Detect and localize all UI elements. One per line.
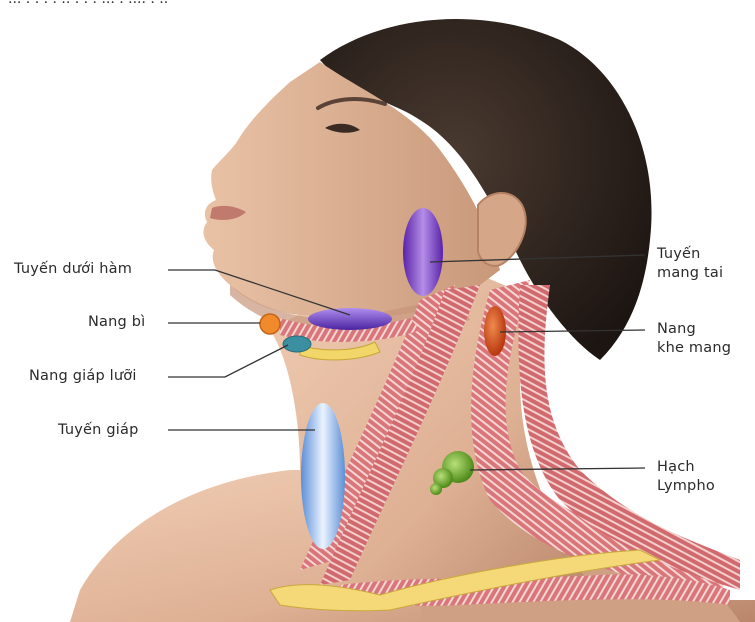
label-thyroglossal-cyst: Nang giáp lưỡi: [29, 367, 137, 386]
label-lymph-line2: Lympho: [657, 477, 715, 496]
label-thyroid-gland: Tuyến giáp: [58, 421, 138, 440]
label-branchial-line2: khe mang: [657, 339, 731, 358]
submandibular-gland-shape: [308, 308, 392, 330]
label-parotid-line2: mang tai: [657, 264, 723, 283]
leader-thyroglossal: [168, 345, 288, 377]
label-branchial-cyst: Nang khe mang: [657, 320, 731, 358]
label-lymph-line1: Hạch: [657, 458, 715, 477]
label-branchial-line1: Nang: [657, 320, 731, 339]
parotid-gland-shape: [403, 208, 443, 296]
dermoid-cyst-shape: [260, 314, 280, 334]
thyroid-gland-shape: [301, 403, 345, 549]
label-parotid-gland: Tuyến mang tai: [657, 245, 723, 283]
label-dermoid-cyst: Nang bì: [88, 313, 145, 332]
label-lymph-node: Hạch Lympho: [657, 458, 715, 496]
thyroglossal-cyst-shape: [283, 336, 311, 352]
branchial-cyst-shape: [484, 306, 506, 356]
label-submandibular-gland: Tuyến dưới hàm: [14, 260, 132, 279]
label-parotid-line1: Tuyến: [657, 245, 723, 264]
